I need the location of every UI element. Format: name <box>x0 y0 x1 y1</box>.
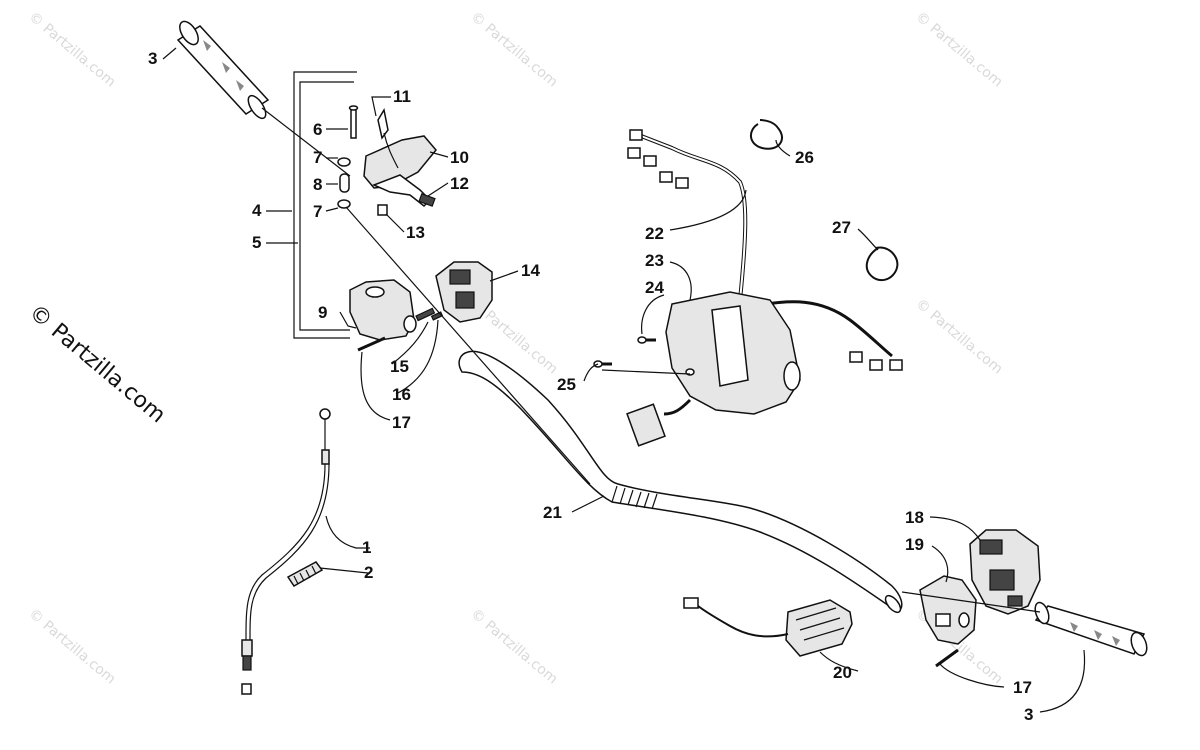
throttle-bracket[interactable] <box>919 575 977 668</box>
left-switch-housing[interactable] <box>435 261 493 323</box>
watermark-tile: © Partzilla.com <box>912 296 1005 378</box>
callout-4: 4 <box>252 201 262 220</box>
callout-9: 9 <box>318 303 327 322</box>
callout-27: 27 <box>832 218 851 237</box>
callout-8: 8 <box>313 175 322 194</box>
leader-lines <box>162 47 1086 713</box>
handlebar[interactable] <box>458 350 903 614</box>
callout-21: 21 <box>543 503 562 522</box>
callout-20: 20 <box>833 663 852 682</box>
heater-element[interactable] <box>683 597 853 657</box>
callout-24: 24 <box>645 278 664 297</box>
callout-26: 26 <box>795 148 814 167</box>
brake-lever-hardware[interactable] <box>337 105 388 216</box>
callout-5: 5 <box>252 233 261 252</box>
watermark-tile: © Partzilla.com <box>467 9 560 91</box>
wiring-harness[interactable] <box>626 129 903 447</box>
brake-housing[interactable] <box>349 279 444 352</box>
callout-2: 2 <box>364 563 373 582</box>
callout-22: 22 <box>645 224 664 243</box>
throttle-cable[interactable] <box>241 408 331 695</box>
callout-10: 10 <box>450 148 469 167</box>
callout-3-right-grip: 3 <box>1024 705 1033 724</box>
callout-18: 18 <box>905 508 924 527</box>
brake-assembly-bracket <box>293 71 357 339</box>
left-grip[interactable] <box>176 18 270 121</box>
watermark-tile: © Partzilla.com <box>467 606 560 688</box>
clip-26[interactable] <box>750 119 783 150</box>
callout-3-left-grip: 3 <box>148 49 157 68</box>
callout-11: 11 <box>393 87 411 106</box>
cable-sleeve[interactable] <box>286 561 324 587</box>
right-grip[interactable] <box>1033 601 1150 658</box>
right-switch-housing[interactable] <box>969 529 1041 615</box>
watermark-tile: © Partzilla.com <box>25 606 118 688</box>
callout-1: 1 <box>362 538 371 557</box>
callout-23: 23 <box>645 251 664 270</box>
callout-7-lower: 7 <box>313 202 322 221</box>
callout-17-left: 17 <box>392 413 411 432</box>
callout-19: 19 <box>905 535 924 554</box>
callout-6: 6 <box>313 120 322 139</box>
watermark-tile: © Partzilla.com <box>912 9 1005 91</box>
callout-13: 13 <box>406 223 425 242</box>
brake-switch[interactable] <box>377 107 399 169</box>
callout-25: 25 <box>557 375 576 394</box>
callout-17-right: 17 <box>1013 678 1032 697</box>
callout-labels: 3 4 5 6 7 8 7 9 10 11 12 13 14 15 16 17 … <box>148 49 1033 724</box>
watermark-tile: © Partzilla.com <box>25 9 118 91</box>
callout-14: 14 <box>521 261 540 280</box>
callout-7-upper: 7 <box>313 148 322 167</box>
handlebar-cover[interactable] <box>665 291 801 415</box>
callout-16: 16 <box>392 385 411 404</box>
clip-27[interactable] <box>865 246 899 281</box>
brake-lever[interactable] <box>363 135 437 208</box>
callout-12: 12 <box>450 174 469 193</box>
cover-screws[interactable] <box>593 336 656 368</box>
callout-15: 15 <box>390 357 409 376</box>
